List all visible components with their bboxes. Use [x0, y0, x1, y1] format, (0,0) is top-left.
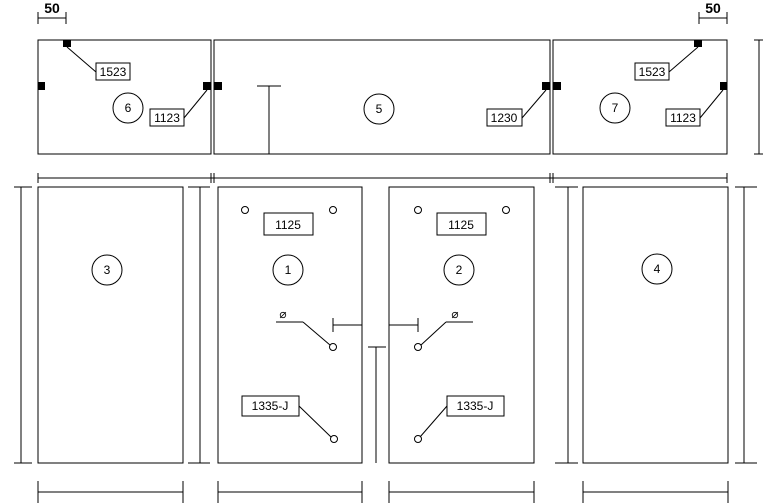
part-label-box: [634, 62, 670, 81]
dim-left-offset: 50: [37, 0, 67, 24]
hinge-hole: [502, 206, 510, 214]
part-label-box: [95, 62, 131, 81]
part-label: 1125: [275, 218, 301, 232]
hinge-marker: [203, 82, 211, 90]
part-label: 1335-J: [457, 399, 494, 413]
dim-upper-height: [754, 39, 763, 155]
part-label: 1123: [670, 111, 696, 125]
part-label: 1123: [154, 111, 180, 125]
panel-number: 7: [612, 101, 619, 115]
part-label: 1335-J: [252, 399, 289, 413]
hinge-marker: [38, 82, 45, 90]
handle-hole: [329, 343, 337, 351]
handle-hole: [330, 435, 338, 443]
dim-right-offset-label: 50: [705, 0, 721, 16]
dim-lower-widths: [37, 481, 729, 503]
part-label: 1523: [100, 65, 127, 79]
panel-3: [37, 186, 184, 464]
hinge-hole: [414, 206, 422, 214]
part-label: 1230: [491, 111, 518, 125]
part-label-box: [436, 212, 487, 236]
part-label-box: [665, 108, 701, 127]
part-label-box: [263, 212, 314, 236]
panel-number-circle: [641, 253, 673, 285]
part-label: 1523: [639, 65, 666, 79]
panel-4: [582, 186, 729, 464]
hinge-marker: [553, 82, 561, 90]
panel-number: 4: [654, 262, 661, 276]
dim-right-offset: 50: [698, 0, 728, 24]
part-label-box: [149, 108, 185, 127]
panel-number: 5: [376, 102, 383, 116]
panel-number: 2: [456, 263, 463, 277]
hinge-hole: [241, 206, 249, 214]
panel-number-circle: [91, 254, 123, 286]
panel-number-circle: [112, 92, 144, 124]
part-label-box: [486, 108, 523, 127]
hinge-marker: [63, 40, 71, 47]
panel-number: 1: [285, 263, 292, 277]
panel-number: 3: [104, 263, 111, 277]
hinge-hole: [329, 206, 337, 214]
dim-upper-widths: [37, 173, 728, 183]
hinge-marker: [694, 40, 702, 47]
panel-number-circle: [363, 93, 395, 125]
hinge-marker: [542, 82, 550, 90]
diameter-symbol: ⌀: [451, 307, 458, 321]
dim-lower-heights: [14, 186, 757, 464]
panel-number-circle: [443, 254, 475, 286]
dim-left-offset-label: 50: [44, 0, 60, 16]
hinge-marker: [720, 82, 727, 90]
panel-number: 6: [125, 101, 132, 115]
panel-7: [552, 39, 728, 155]
panel-6: [37, 39, 212, 155]
part-label: 1125: [448, 218, 474, 232]
panel-number-circle: [599, 92, 631, 124]
panel-number-circle: [272, 254, 304, 286]
center-handle-profile: [332, 318, 419, 463]
hinge-marker: [214, 82, 222, 90]
handle-hole: [414, 435, 422, 443]
diameter-symbol: ⌀: [279, 307, 286, 321]
handle-hole: [414, 343, 422, 351]
